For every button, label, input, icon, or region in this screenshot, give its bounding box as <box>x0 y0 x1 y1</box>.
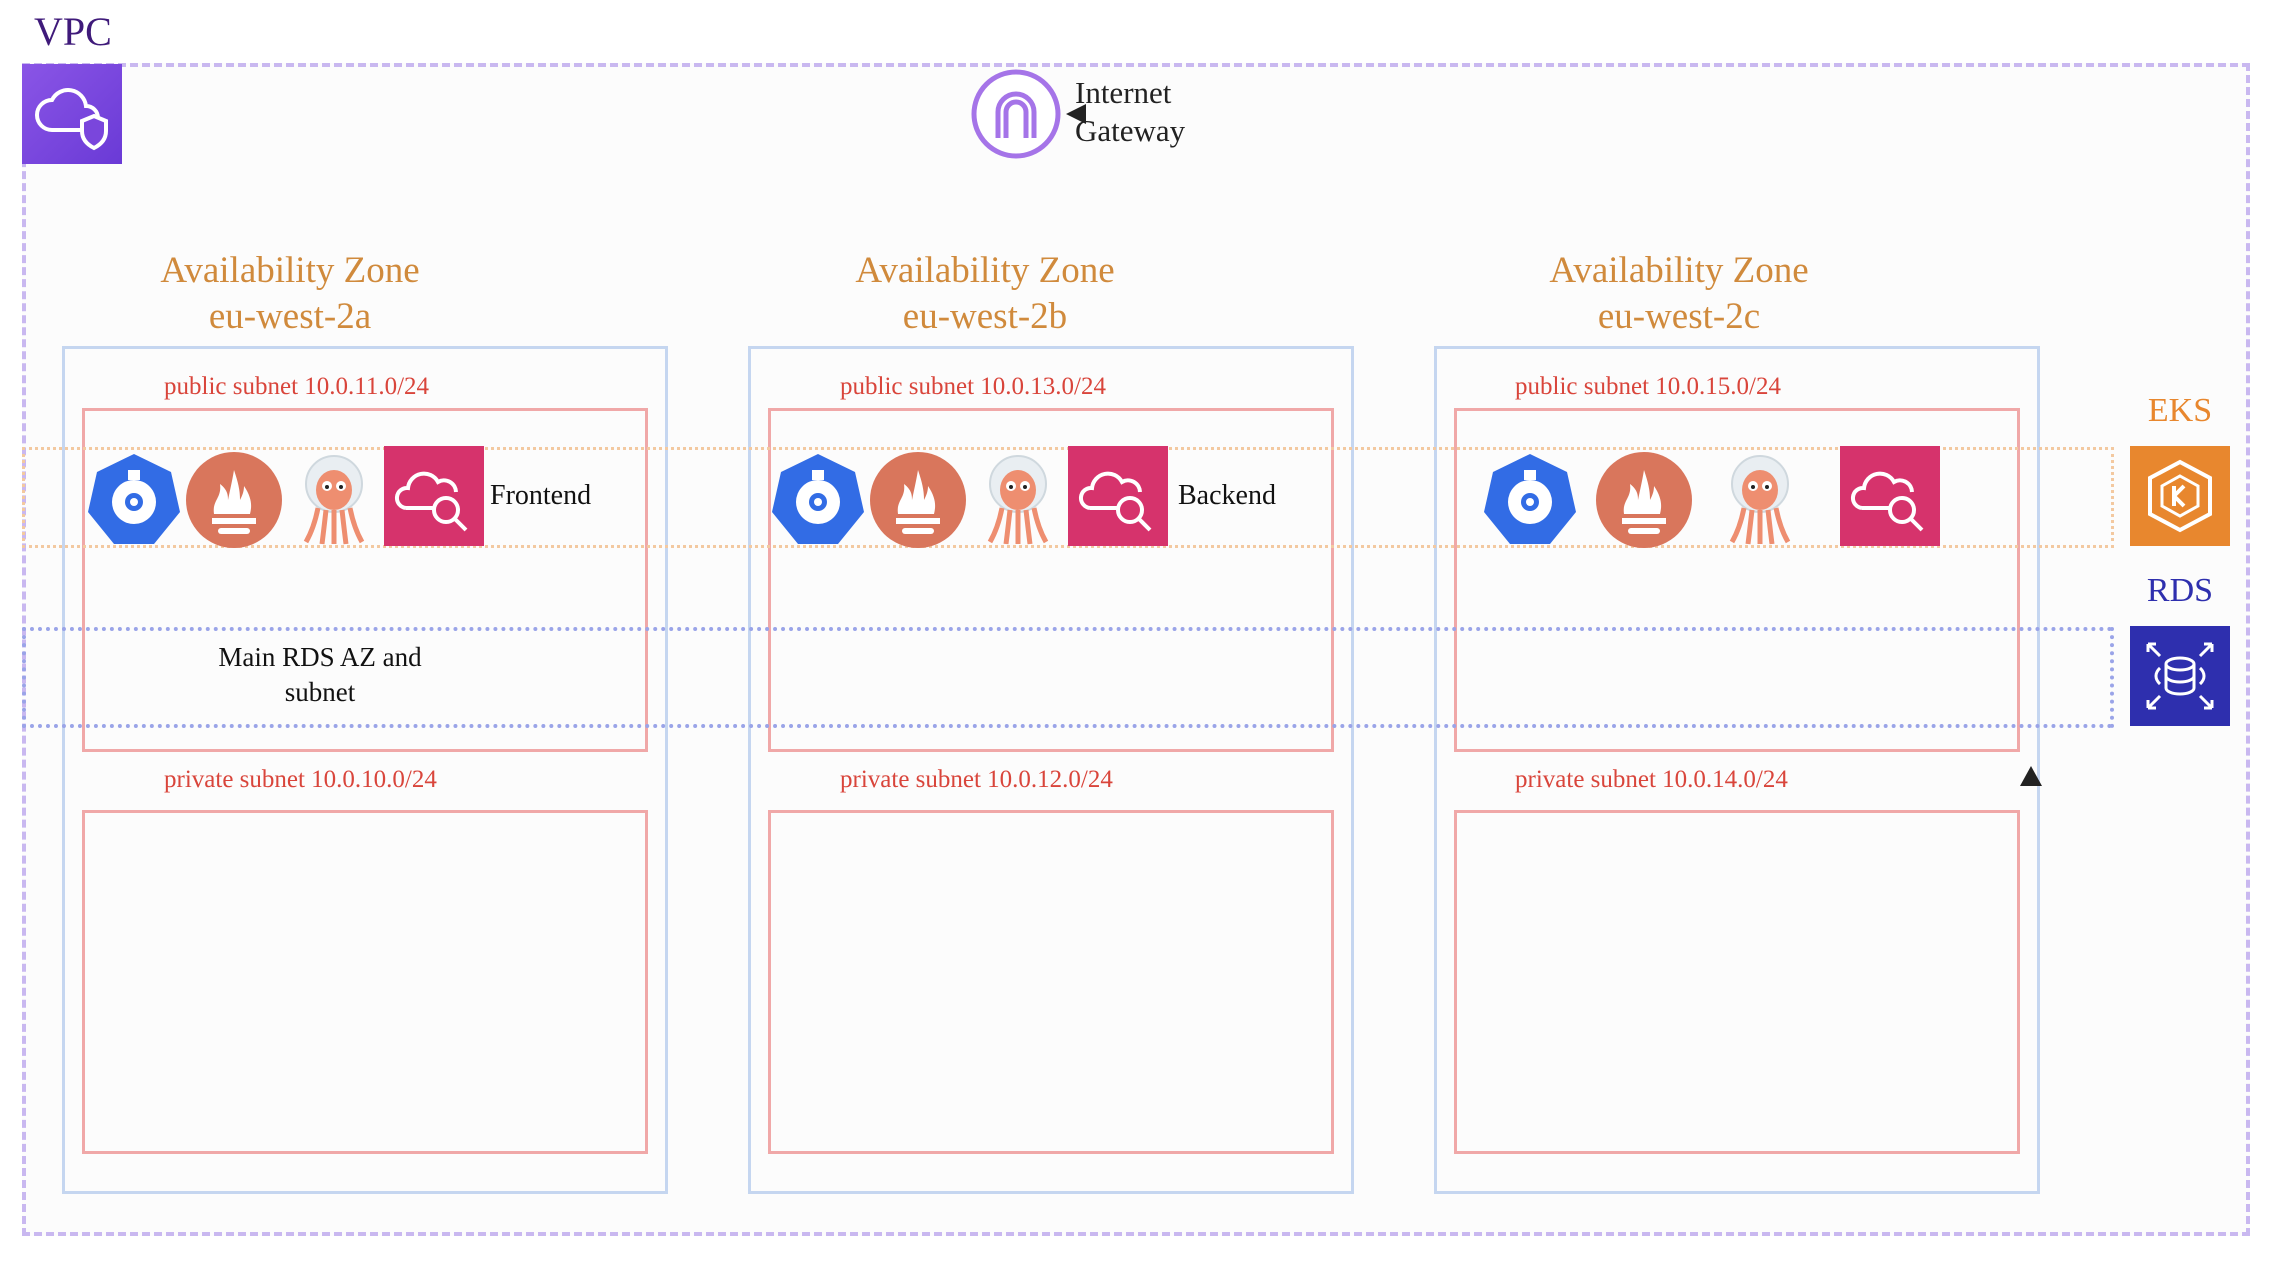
az-title-text: Availability Zone <box>855 250 1115 291</box>
backend-label: Backend <box>1178 480 1276 511</box>
rds-title: RDS <box>2146 572 2214 609</box>
cloudwatch-icon <box>384 446 484 546</box>
kubernetes-icon <box>1480 450 1580 550</box>
az-name: eu-west-2c <box>1597 296 1761 337</box>
vpc-icon <box>22 64 122 164</box>
eks-icon <box>2130 446 2230 546</box>
public-subnet-label-c: public subnet 10.0.15.0/24 <box>1515 373 1781 400</box>
availability-zone-a <box>62 346 668 1194</box>
az-title-b: Availability Zone eu-west-2b <box>795 248 1175 340</box>
private-subnet-a <box>82 810 648 1154</box>
argo-icon <box>284 450 384 550</box>
availability-zone-b <box>748 346 1354 1194</box>
vpc-boundary <box>22 63 2250 1236</box>
private-subnet-label-a: private subnet 10.0.10.0/24 <box>164 766 437 793</box>
internet-gateway-label: Internet Gateway <box>1075 74 1185 150</box>
public-subnet-label-a: public subnet 10.0.11.0/24 <box>164 373 430 400</box>
private-subnet-b <box>768 810 1334 1154</box>
az-title-text: Availability Zone <box>160 250 420 291</box>
kubernetes-icon <box>768 450 868 550</box>
rds-note: Main RDS AZ and subnet <box>170 640 470 710</box>
az-name: eu-west-2a <box>208 296 372 337</box>
public-subnet-c <box>1454 408 2020 752</box>
prometheus-icon <box>184 450 284 550</box>
prometheus-icon <box>1594 450 1694 550</box>
private-subnet-label-b: private subnet 10.0.12.0/24 <box>840 766 1113 793</box>
rds-note-line1: Main RDS AZ and <box>218 642 422 672</box>
public-subnet-a <box>82 408 648 752</box>
cloudwatch-icon <box>1068 446 1168 546</box>
gateway-label-line1: Internet <box>1075 75 1172 110</box>
argo-icon <box>1710 450 1810 550</box>
az-title-c: Availability Zone eu-west-2c <box>1489 248 1869 340</box>
prometheus-icon <box>868 450 968 550</box>
az-name: eu-west-2b <box>902 296 1068 337</box>
rds-icon <box>2130 626 2230 726</box>
rds-band <box>22 627 2114 728</box>
public-subnet-b <box>768 408 1334 752</box>
kubernetes-icon <box>84 450 184 550</box>
internet-gateway-icon <box>970 68 1062 160</box>
gateway-arrow-icon <box>1066 104 1086 124</box>
gateway-label-line2: Gateway <box>1075 113 1186 148</box>
eks-title: EKS <box>2147 392 2213 429</box>
connector-arrow-icon <box>2020 766 2042 786</box>
frontend-label: Frontend <box>490 480 592 511</box>
az-title-text: Availability Zone <box>1549 250 1809 291</box>
private-subnet-label-c: private subnet 10.0.14.0/24 <box>1515 766 1788 793</box>
public-subnet-label-b: public subnet 10.0.13.0/24 <box>840 373 1106 400</box>
rds-note-line2: subnet <box>284 677 356 707</box>
az-title-a: Availability Zone eu-west-2a <box>100 248 480 340</box>
vpc-title: VPC <box>34 9 112 54</box>
cloudwatch-icon <box>1840 446 1940 546</box>
private-subnet-c <box>1454 810 2020 1154</box>
argo-icon <box>968 450 1068 550</box>
